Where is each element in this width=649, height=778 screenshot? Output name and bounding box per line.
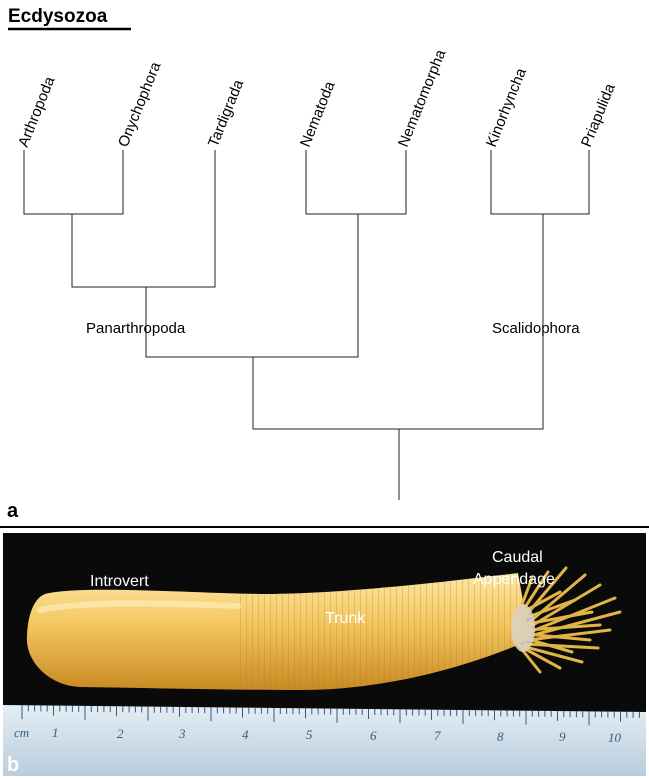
ruler-strip: [3, 705, 646, 776]
phylogenetic-tree: [23, 150, 590, 500]
taxon-tardigrada: Tardigrada: [205, 77, 248, 150]
specimen-trunk-rings: [238, 573, 530, 690]
taxon-onychophora: Onychophora: [115, 59, 165, 149]
specimen-introvert-shading: [37, 600, 241, 613]
ruler-number-2: 2: [117, 726, 124, 741]
caudal-appendage-base: [511, 604, 535, 652]
taxon-arthropoda: Arthropoda: [15, 74, 59, 150]
branch-arthropoda-onychophora: [23, 150, 124, 215]
ruler-number-3: 3: [178, 726, 186, 741]
branch-panarthropoda-nematoida: [145, 214, 359, 358]
ruler-number-8: 8: [497, 729, 504, 744]
taxon-nematoda: Nematoda: [297, 78, 339, 149]
taxon-kinorhyncha: Kinorhyncha: [483, 65, 530, 149]
panel-a: Ecdysozoa Arthropoda Onychophora Tardigr…: [7, 6, 619, 522]
ruler-ticks: [21, 705, 640, 726]
branch-nematoda-nematomorpha: [305, 150, 407, 215]
label-introvert: Introvert: [90, 573, 149, 590]
ruler-number-4: 4: [242, 727, 249, 742]
scale-ruler: cm 1 2 3 4 5 6 7 8 9 10: [3, 705, 646, 776]
ruler-number-6: 6: [370, 728, 377, 743]
panel-letter-a: a: [7, 500, 19, 522]
diagram-title: Ecdysozoa: [8, 6, 108, 27]
label-caudal: Caudal: [492, 549, 543, 566]
branch-plus-tardigrada: [71, 150, 216, 288]
branch-kinorhyncha-priapulida: [490, 150, 590, 215]
priapulid-specimen: [26, 566, 622, 690]
ruler-number-5: 5: [306, 727, 313, 742]
panel-letter-b: b: [7, 754, 19, 776]
label-trunk: Trunk: [325, 610, 366, 627]
ruler-number-1: 1: [52, 725, 59, 740]
panel-b: Introvert Trunk Caudal Appendage cm 1 2 …: [3, 533, 646, 776]
clade-panarthropoda: Panarthropoda: [86, 320, 186, 337]
label-appendage: Appendage: [473, 571, 555, 588]
clade-scalidophora: Scalidophora: [492, 320, 580, 337]
taxon-priapulida: Priapulida: [578, 81, 619, 150]
ruler-unit: cm: [14, 725, 29, 740]
taxon-nematomorpha: Nematomorpha: [395, 47, 450, 150]
ruler-number-10: 10: [608, 730, 622, 745]
branch-root-split: [252, 214, 544, 430]
ruler-number-7: 7: [434, 728, 441, 743]
ruler-number-9: 9: [559, 729, 566, 744]
